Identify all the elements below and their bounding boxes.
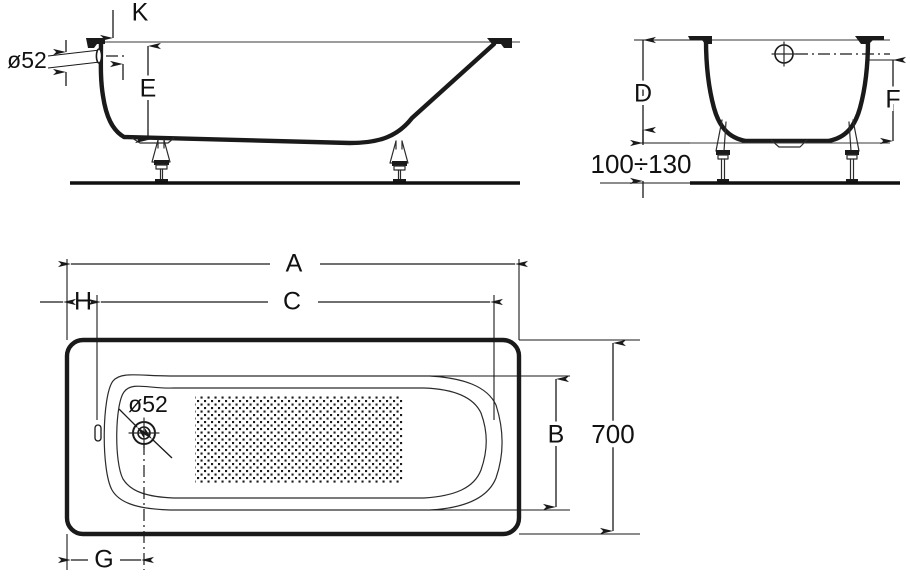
end-leg-assembly-right (845, 119, 860, 183)
end-tub-profile (703, 37, 871, 144)
dim-overflow-side-group: ø52 (7, 40, 128, 86)
dim-d-group: D (630, 36, 656, 147)
dim-leg-range-label: 100÷130 (590, 149, 691, 179)
dim-e-group: E (135, 42, 161, 144)
dim-waste-arrow-2 (140, 427, 173, 459)
side-rim-right-lip (487, 38, 512, 48)
dim-overflow-side-label: ø52 (7, 47, 47, 73)
dim-a-group: A (58, 250, 528, 278)
dim-k-label: K (132, 0, 149, 27)
side-leg-assembly-2 (389, 140, 409, 183)
dim-g-group: G (58, 534, 154, 574)
dim-f-label: F (885, 86, 900, 114)
dim-waste-arrow-1 (118, 408, 149, 439)
dim-c-label: C (283, 288, 301, 316)
dim-g-label: G (94, 546, 113, 574)
dim-k-group: K (100, 0, 149, 42)
dim-a-label: A (286, 250, 303, 278)
plan-overflow-slot (94, 424, 102, 442)
dim-700-label: 700 (591, 419, 634, 449)
plan-antislip-area (195, 396, 403, 484)
dim-d-label: D (634, 80, 652, 108)
dim-h-label: H (74, 288, 92, 316)
dim-leg-range-group: 100÷130 (587, 126, 695, 198)
side-leg-assembly-1 (151, 139, 171, 183)
dim-e-label: E (140, 75, 157, 103)
dim-b-label: B (548, 421, 565, 449)
dim-700-group: 700 (519, 339, 640, 535)
end-leg-assembly-left (715, 119, 730, 183)
view-side-elevation: K ø52 E (7, 0, 520, 185)
dim-c-group: C (88, 288, 503, 316)
end-overflow-hole-symbol (771, 41, 890, 67)
dim-b-group: B (430, 375, 570, 511)
plan-outer-rim (64, 337, 522, 537)
dim-waste-plan-label: ø52 (128, 391, 168, 417)
dim-h-group: H (40, 288, 92, 316)
view-plan: ø52 A C H (40, 250, 640, 574)
plan-inner-bowl-inner (116, 385, 487, 499)
view-end-elevation: D F 100÷130 (587, 36, 906, 198)
dim-f-group: F (868, 56, 906, 145)
side-tub-profile (98, 38, 497, 146)
dim-waste-plan-group: ø52 (118, 391, 173, 459)
side-overflow-hole (95, 48, 103, 64)
